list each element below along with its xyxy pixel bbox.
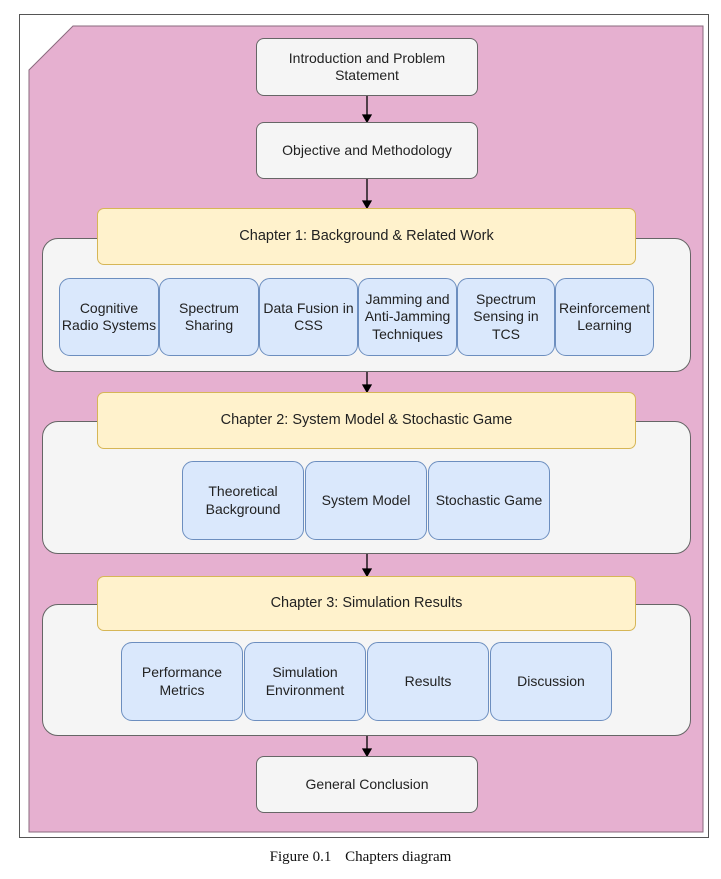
chapter3-item: Discussion — [490, 642, 612, 721]
chapter3-item: Performance Metrics — [121, 642, 243, 721]
chapter2-item: Stochastic Game — [428, 461, 550, 540]
chapter1-item: Jamming and Anti-Jamming Techniques — [358, 278, 457, 356]
caption-text: Chapters diagram — [345, 849, 452, 865]
chapter1-item: Data Fusion in CSS — [259, 278, 358, 356]
chapter1-item: Reinforcement Learning — [555, 278, 654, 356]
objective-box: Objective and Methodology — [256, 122, 478, 179]
chapter3-header: Chapter 3: Simulation Results — [97, 576, 636, 631]
intro-box: Introduction and Problem Statement — [256, 38, 478, 96]
arrow-head — [361, 114, 373, 124]
chapter2-header: Chapter 2: System Model & Stochastic Gam… — [97, 392, 636, 449]
caption-label: Figure 0.1 — [269, 849, 332, 865]
chapter2-item: Theoretical Background — [182, 461, 304, 540]
chapter3-item: Results — [367, 642, 489, 721]
arrow-head — [361, 568, 373, 578]
chapter1-header: Chapter 1: Background & Related Work — [97, 208, 636, 265]
conclusion-box: General Conclusion — [256, 756, 478, 813]
arrow-head — [361, 384, 373, 394]
chapter2-item: System Model — [305, 461, 427, 540]
arrow-head — [361, 200, 373, 210]
chapter3-item: Simulation Environment — [244, 642, 366, 721]
chapter1-item: Cognitive Radio Systems — [59, 278, 159, 356]
figure-caption: Figure 0.1 Chapters diagram — [0, 849, 721, 866]
chapter1-item: Spectrum Sharing — [159, 278, 259, 356]
arrow-head — [361, 748, 373, 758]
chapter1-item: Spectrum Sensing in TCS — [457, 278, 555, 356]
